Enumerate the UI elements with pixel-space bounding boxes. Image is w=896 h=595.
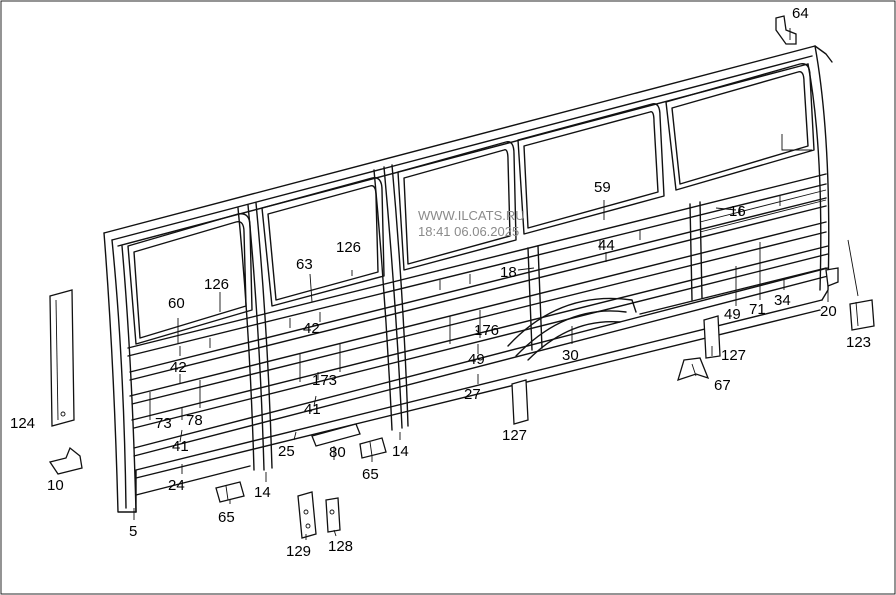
callout-41-a[interactable]: 41 <box>172 438 189 455</box>
callout-42-a[interactable]: 42 <box>170 359 187 376</box>
callout-60[interactable]: 60 <box>168 295 185 312</box>
callout-10[interactable]: 10 <box>47 477 64 494</box>
callout-labels: 64 16 59 44 18 126 126 63 60 42 42 73 78… <box>10 5 871 560</box>
part-129-hinge <box>297 491 317 539</box>
leader-lines <box>133 28 859 540</box>
callout-5[interactable]: 5 <box>129 523 137 540</box>
callout-126-b[interactable]: 126 <box>336 239 361 256</box>
part-67-foot <box>677 357 710 382</box>
callout-71[interactable]: 71 <box>749 301 766 318</box>
part-80-rail <box>311 423 361 447</box>
side-wall-panel <box>103 45 833 513</box>
callout-65-b[interactable]: 65 <box>362 466 379 483</box>
part-65a-clip <box>215 481 245 503</box>
part-65b-clip <box>359 437 387 459</box>
callout-14-a[interactable]: 14 <box>254 484 271 501</box>
watermark-timestamp: 18:41 06.06.2025 <box>418 224 519 239</box>
callout-24[interactable]: 24 <box>168 477 185 494</box>
callout-30[interactable]: 30 <box>562 347 579 364</box>
callout-25[interactable]: 25 <box>278 443 295 460</box>
callout-14-b[interactable]: 14 <box>392 443 409 460</box>
part-20-end <box>825 267 839 287</box>
callout-123[interactable]: 123 <box>846 334 871 351</box>
callout-49-b[interactable]: 49 <box>724 306 741 323</box>
callout-128[interactable]: 128 <box>328 538 353 555</box>
watermark: WWW.ILCATS.RU 18:41 06.06.2025 <box>418 208 525 239</box>
callout-126-a[interactable]: 126 <box>204 276 229 293</box>
callout-127-a[interactable]: 127 <box>721 347 746 364</box>
callout-67[interactable]: 67 <box>714 377 731 394</box>
callout-27[interactable]: 27 <box>464 386 481 403</box>
callout-65-a[interactable]: 65 <box>218 509 235 526</box>
callout-63[interactable]: 63 <box>296 256 313 273</box>
callout-176[interactable]: 176 <box>474 322 499 339</box>
part-128-hinge <box>325 497 341 533</box>
part-64-bracket <box>775 15 797 45</box>
part-10-bracket <box>48 446 83 475</box>
callout-127-b[interactable]: 127 <box>502 427 527 444</box>
callout-16[interactable]: 16 <box>729 203 746 220</box>
callout-18[interactable]: 18 <box>500 264 517 281</box>
callout-42-b[interactable]: 42 <box>303 320 320 337</box>
callout-173[interactable]: 173 <box>312 372 337 389</box>
callout-73[interactable]: 73 <box>155 415 172 432</box>
part-127a-trim <box>703 315 721 359</box>
callout-80[interactable]: 80 <box>329 444 346 461</box>
callout-129[interactable]: 129 <box>286 543 311 560</box>
callout-49-a[interactable]: 49 <box>468 351 485 368</box>
part-127b-trim <box>511 379 529 425</box>
callout-41-b[interactable]: 41 <box>304 401 321 418</box>
callout-59[interactable]: 59 <box>594 179 611 196</box>
watermark-site: WWW.ILCATS.RU <box>418 208 525 223</box>
callout-20[interactable]: 20 <box>820 303 837 320</box>
callout-64[interactable]: 64 <box>792 5 809 22</box>
callout-78[interactable]: 78 <box>186 412 203 429</box>
callout-124[interactable]: 124 <box>10 415 35 432</box>
callout-34[interactable]: 34 <box>774 292 791 309</box>
part-124-strip <box>49 289 75 427</box>
part-123-cap <box>849 299 875 331</box>
callout-44[interactable]: 44 <box>598 237 615 254</box>
